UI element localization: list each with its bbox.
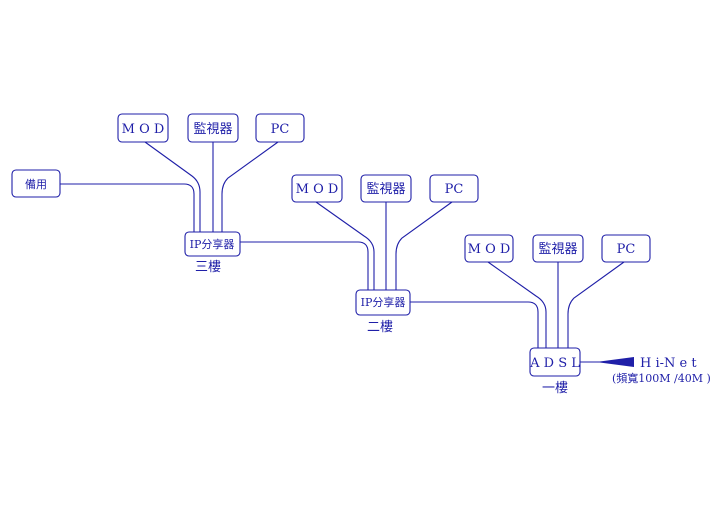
floor1-monitor-node: 監視器 — [532, 234, 584, 263]
floor2-wires — [315, 201, 539, 348]
floor2-router-node: IP分享器 — [355, 289, 411, 316]
floor1-adsl-node: A D S L — [529, 347, 581, 377]
floor3-router-label: IP分享器 — [190, 237, 235, 251]
floor3-pc-label: PC — [271, 122, 290, 137]
floor1-pc-node: PC — [601, 234, 651, 263]
floor3-router-node: IP分享器 — [184, 231, 241, 257]
floor3-wires — [60, 141, 369, 290]
floor3-pc-node: PC — [255, 113, 305, 143]
floor1-pc-label: PC — [617, 242, 636, 257]
floor1-mod-label: M O D — [468, 242, 511, 257]
inbound-arrow-icon — [596, 357, 634, 367]
floor1-monitor-label: 監視器 — [538, 241, 577, 257]
floor1-mod-node: M O D — [464, 234, 514, 263]
floor3-mod-node: M O D — [117, 113, 169, 143]
floor1-adsl-label: A D S L — [529, 356, 580, 371]
floor1-label: 一樓 — [542, 381, 568, 396]
floor3-monitor-node: 監視器 — [187, 113, 239, 143]
isp-bandwidth: (頻寬100M /40M ) — [612, 371, 711, 385]
floor2-router-label: IP分享器 — [361, 295, 406, 309]
floor2-mod-node: M O D — [291, 174, 343, 203]
floor3-label: 三樓 — [195, 260, 221, 275]
floor3-monitor-label: 監視器 — [193, 121, 232, 137]
floor2-monitor-node: 監視器 — [360, 174, 412, 203]
floor2-pc-node: PC — [429, 174, 479, 203]
floor2-monitor-label: 監視器 — [366, 181, 405, 197]
floor1-wires — [487, 261, 634, 367]
floor2-mod-label: M O D — [296, 182, 339, 197]
floor2-pc-label: PC — [445, 182, 464, 197]
isp-name: H i-N e t — [640, 356, 697, 371]
floor3-spare-label: 備用 — [25, 178, 47, 191]
floor2-label: 二樓 — [367, 320, 393, 335]
floor3-mod-label: M O D — [122, 122, 165, 137]
floor3-spare-node: 備用 — [11, 169, 61, 198]
